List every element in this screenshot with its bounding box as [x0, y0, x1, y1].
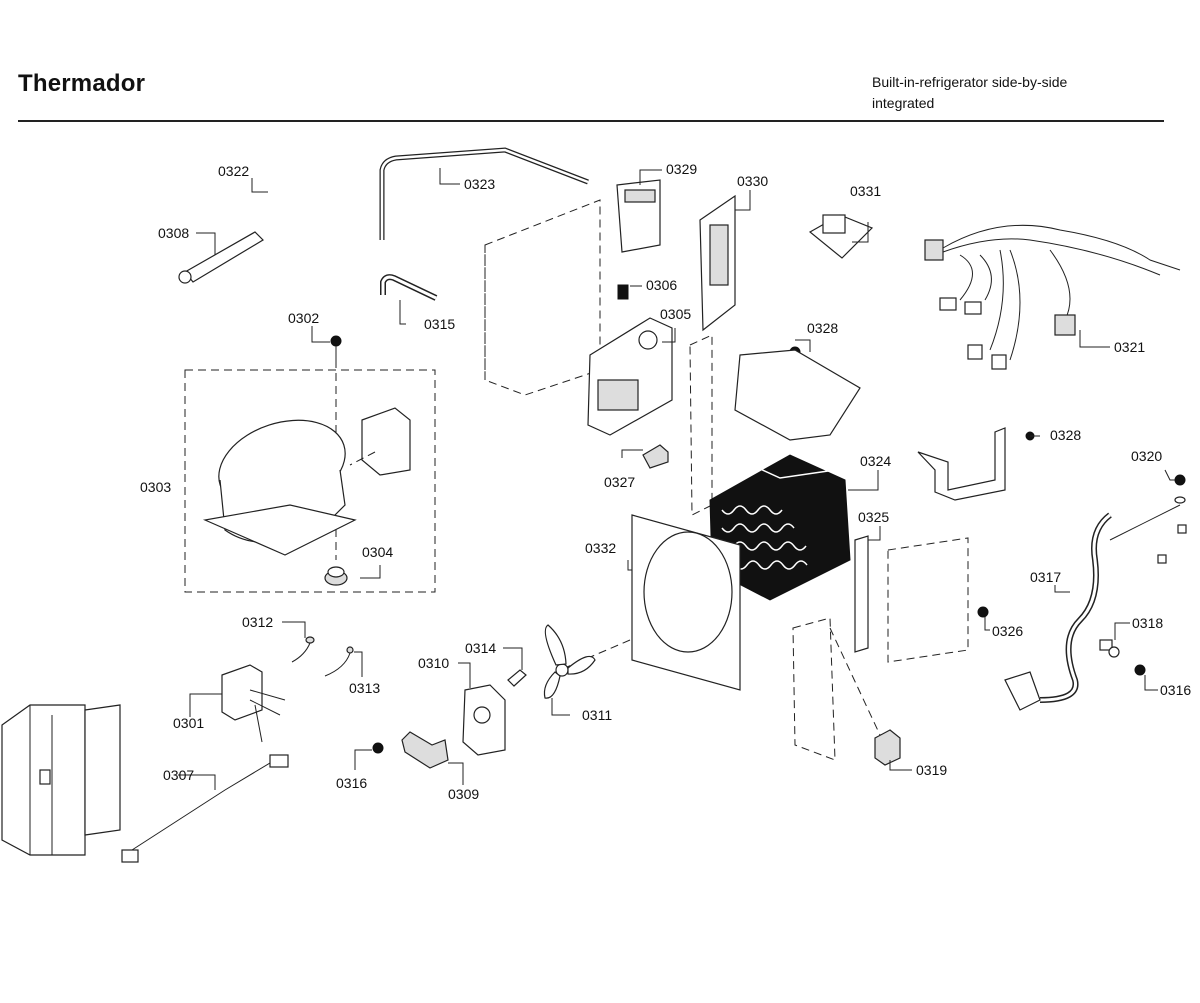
part-0316-screw[interactable] — [1134, 664, 1146, 676]
model-subtitle: Built-in-refrigerator side-by-side integ… — [872, 72, 1067, 114]
label-0316-left[interactable]: 0316 — [336, 775, 367, 791]
part-lower-bracket — [792, 617, 881, 761]
part-0326-screw[interactable] — [977, 606, 989, 618]
part-0332-fan-shroud[interactable] — [559, 514, 741, 691]
part-0330-control-board[interactable] — [699, 194, 736, 332]
label-0325[interactable]: 0325 — [858, 509, 889, 525]
label-0322[interactable]: 0322 — [218, 163, 249, 179]
label-0315[interactable]: 0315 — [424, 316, 455, 332]
label-0311[interactable]: 0311 — [582, 707, 612, 723]
label-0320[interactable]: 0320 — [1131, 448, 1162, 464]
part-0319-relay[interactable] — [874, 729, 901, 766]
label-0328-right[interactable]: 0328 — [1050, 427, 1081, 443]
label-0301[interactable]: 0301 — [173, 715, 204, 731]
part-0302-screw[interactable] — [330, 335, 342, 560]
part-0311-fan-blade[interactable] — [543, 624, 596, 699]
part-0321-wire-harness[interactable] — [924, 224, 1181, 370]
leader-lines — [178, 168, 1175, 790]
label-0313[interactable]: 0313 — [349, 680, 380, 696]
part-0308-dryer-filter[interactable] — [178, 231, 264, 284]
part-0310-fan-motor[interactable] — [462, 684, 506, 756]
part-refrigerator-cabinet — [1, 704, 121, 856]
label-0302[interactable]: 0302 — [288, 310, 319, 326]
part-0301-transformer-box[interactable] — [221, 664, 286, 743]
label-0328-top[interactable]: 0328 — [807, 320, 838, 336]
label-0316-right[interactable]: 0316 — [1160, 682, 1191, 698]
label-0310[interactable]: 0310 — [418, 655, 449, 671]
part-0304-grommet[interactable] — [324, 566, 348, 586]
part-0329-control-board[interactable] — [616, 179, 661, 253]
part-0325-seal[interactable] — [854, 535, 969, 663]
part-0320-screw[interactable] — [1174, 474, 1186, 504]
part-0318-clamp[interactable] — [1099, 639, 1120, 658]
label-0308[interactable]: 0308 — [158, 225, 189, 241]
label-0331[interactable]: 0331 — [850, 183, 881, 199]
header-divider — [18, 120, 1164, 122]
label-0323[interactable]: 0323 — [464, 176, 495, 192]
subtitle-line-2: integrated — [872, 95, 935, 111]
part-0316-screw-left[interactable] — [372, 742, 384, 754]
label-0309[interactable]: 0309 — [448, 786, 479, 802]
part-mounting-plate — [734, 349, 861, 441]
part-0313-sensor[interactable] — [324, 646, 354, 677]
subtitle-line-1: Built-in-refrigerator side-by-side — [872, 74, 1068, 90]
part-0303-compressor-assembly[interactable] — [184, 369, 436, 593]
label-0332[interactable]: 0332 — [585, 540, 616, 556]
label-0305[interactable]: 0305 — [660, 306, 691, 322]
part-bracket-panel — [484, 199, 601, 396]
label-0324[interactable]: 0324 — [860, 453, 891, 469]
label-0312[interactable]: 0312 — [242, 614, 273, 630]
label-0327[interactable]: 0327 — [604, 474, 635, 490]
part-0306-screw[interactable] — [617, 284, 629, 300]
brand-title: Thermador — [18, 70, 146, 97]
label-0303[interactable]: 0303 — [140, 479, 171, 495]
label-0329[interactable]: 0329 — [666, 161, 697, 177]
label-0321[interactable]: 0321 — [1114, 339, 1145, 355]
label-0304[interactable]: 0304 — [362, 544, 393, 560]
label-0330[interactable]: 0330 — [737, 173, 768, 189]
part-0309-bracket[interactable] — [401, 731, 449, 769]
part-0323-tube[interactable] — [379, 147, 589, 240]
part-0331-transformer-board[interactable] — [808, 214, 874, 259]
label-0307[interactable]: 0307 — [163, 767, 194, 783]
label-0314[interactable]: 0314 — [465, 640, 496, 656]
part-0327-connector[interactable] — [642, 444, 669, 469]
part-0312-sensor[interactable] — [291, 636, 315, 663]
label-0317[interactable]: 0317 — [1030, 569, 1061, 585]
part-0305-power-module[interactable] — [587, 317, 673, 436]
label-0319[interactable]: 0319 — [916, 762, 947, 778]
part-0317-power-cord[interactable] — [1004, 504, 1187, 711]
label-0326[interactable]: 0326 — [992, 623, 1023, 639]
part-0328-bracket-screw[interactable] — [917, 427, 1035, 501]
part-0314-bolt[interactable] — [507, 669, 527, 687]
part-0322-tube[interactable] — [270, 173, 370, 340]
label-0306[interactable]: 0306 — [646, 277, 677, 293]
label-0318[interactable]: 0318 — [1132, 615, 1163, 631]
part-0307-cable[interactable] — [121, 754, 289, 863]
part-0315-tube[interactable] — [380, 274, 438, 301]
part-side-strip — [689, 334, 713, 516]
